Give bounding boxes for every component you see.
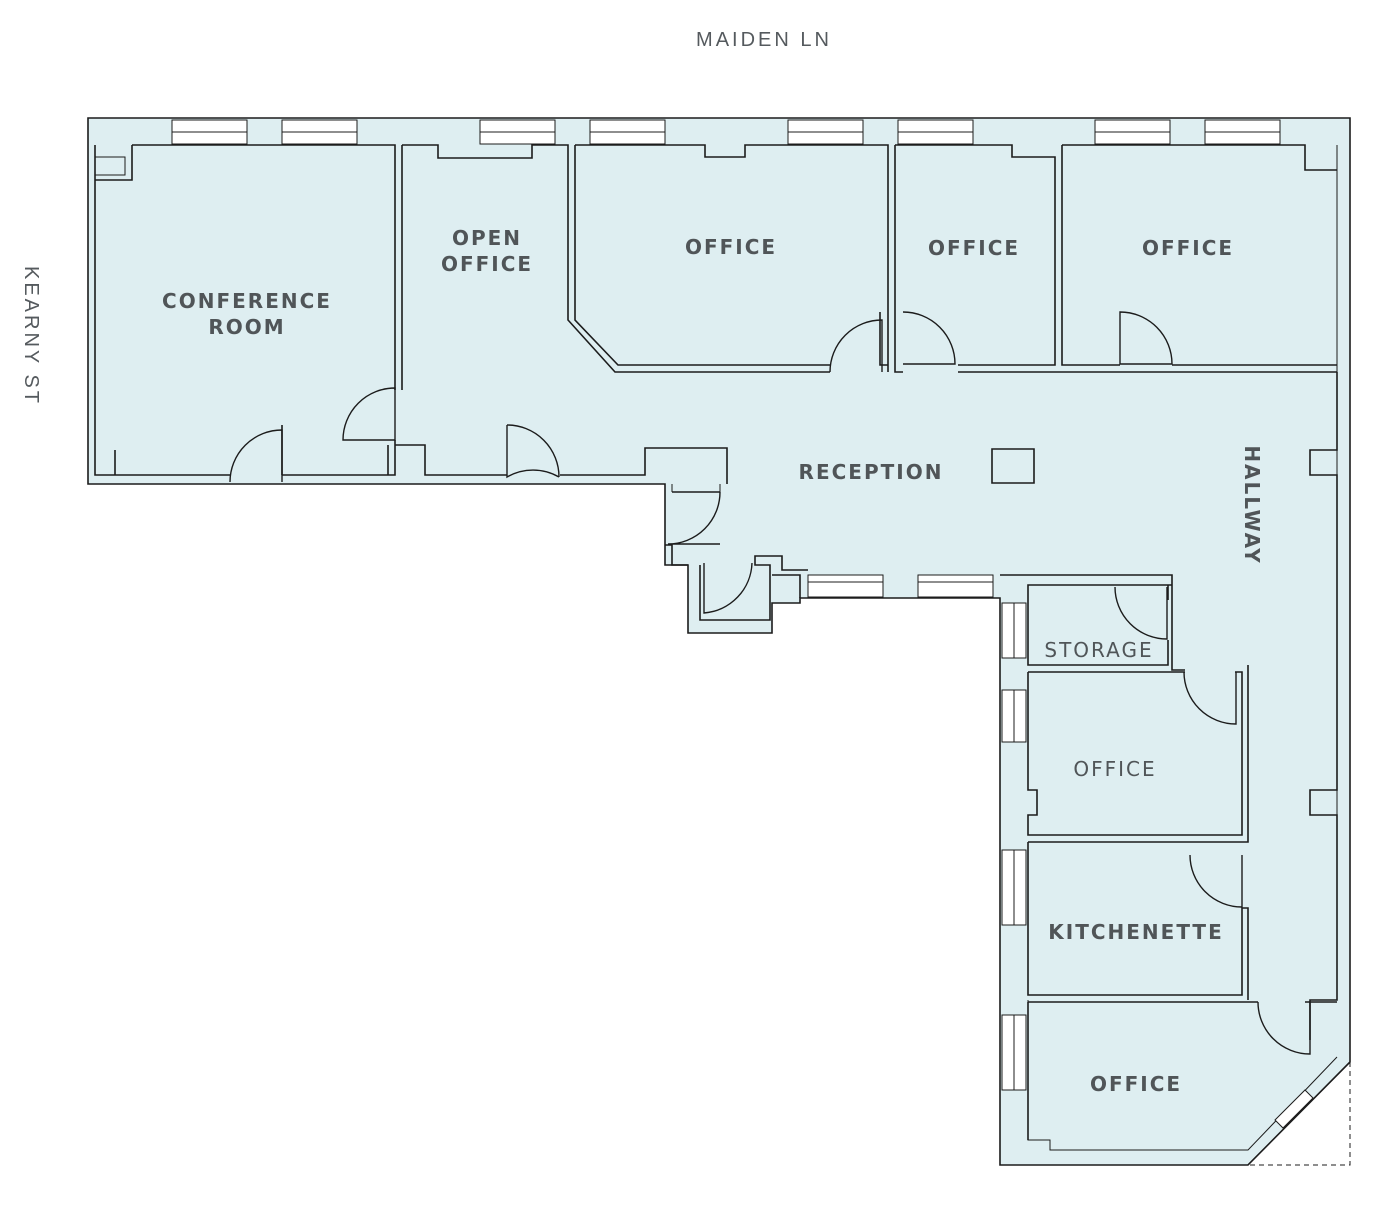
hallway-east-wall — [1309, 372, 1338, 1040]
street-label-north: MAIDEN LN — [696, 29, 832, 51]
corner-window — [1274, 1089, 1314, 1129]
room-label-office-north-3: OFFICE — [1142, 236, 1234, 260]
north-windows — [171, 119, 1281, 145]
east-wing-windows — [1001, 602, 1027, 1091]
room-label-office-east-2: OFFICE — [1090, 1072, 1182, 1096]
corner-cut-dashed — [1248, 1062, 1351, 1166]
room-label-conference-1: CONFERENCE — [162, 289, 332, 313]
room-label-hallway: HALLWAY — [1240, 445, 1264, 564]
room-label-storage: STORAGE — [1044, 638, 1153, 662]
open-office-walls — [395, 144, 830, 484]
floor-area — [88, 118, 1350, 1165]
room-label-office-north-1: OFFICE — [685, 235, 777, 259]
storage-walls — [1000, 574, 1185, 671]
kitchenette-walls — [1027, 841, 1249, 1000]
street-label-west: KEARNY ST — [20, 266, 42, 406]
office-2-walls — [894, 144, 1337, 373]
room-label-kitchenette: KITCHENETTE — [1048, 920, 1223, 944]
room-label-office-east-1: OFFICE — [1073, 757, 1156, 781]
reception-north-edge — [671, 484, 721, 492]
office-3-walls — [1061, 144, 1337, 366]
reception-windows — [807, 574, 994, 598]
room-label-open-office-1: OPEN — [452, 226, 522, 250]
room-label-conference-2: ROOM — [208, 315, 285, 339]
room-label-open-office-2: OFFICE — [441, 252, 533, 276]
doors — [229, 311, 1311, 1055]
exterior-wall — [87, 117, 1351, 1166]
reception-walls — [665, 448, 1035, 621]
room-label-office-north-2: OFFICE — [928, 236, 1020, 260]
room-label-reception: RECEPTION — [799, 460, 944, 484]
east-office-1-walls — [1027, 665, 1249, 843]
